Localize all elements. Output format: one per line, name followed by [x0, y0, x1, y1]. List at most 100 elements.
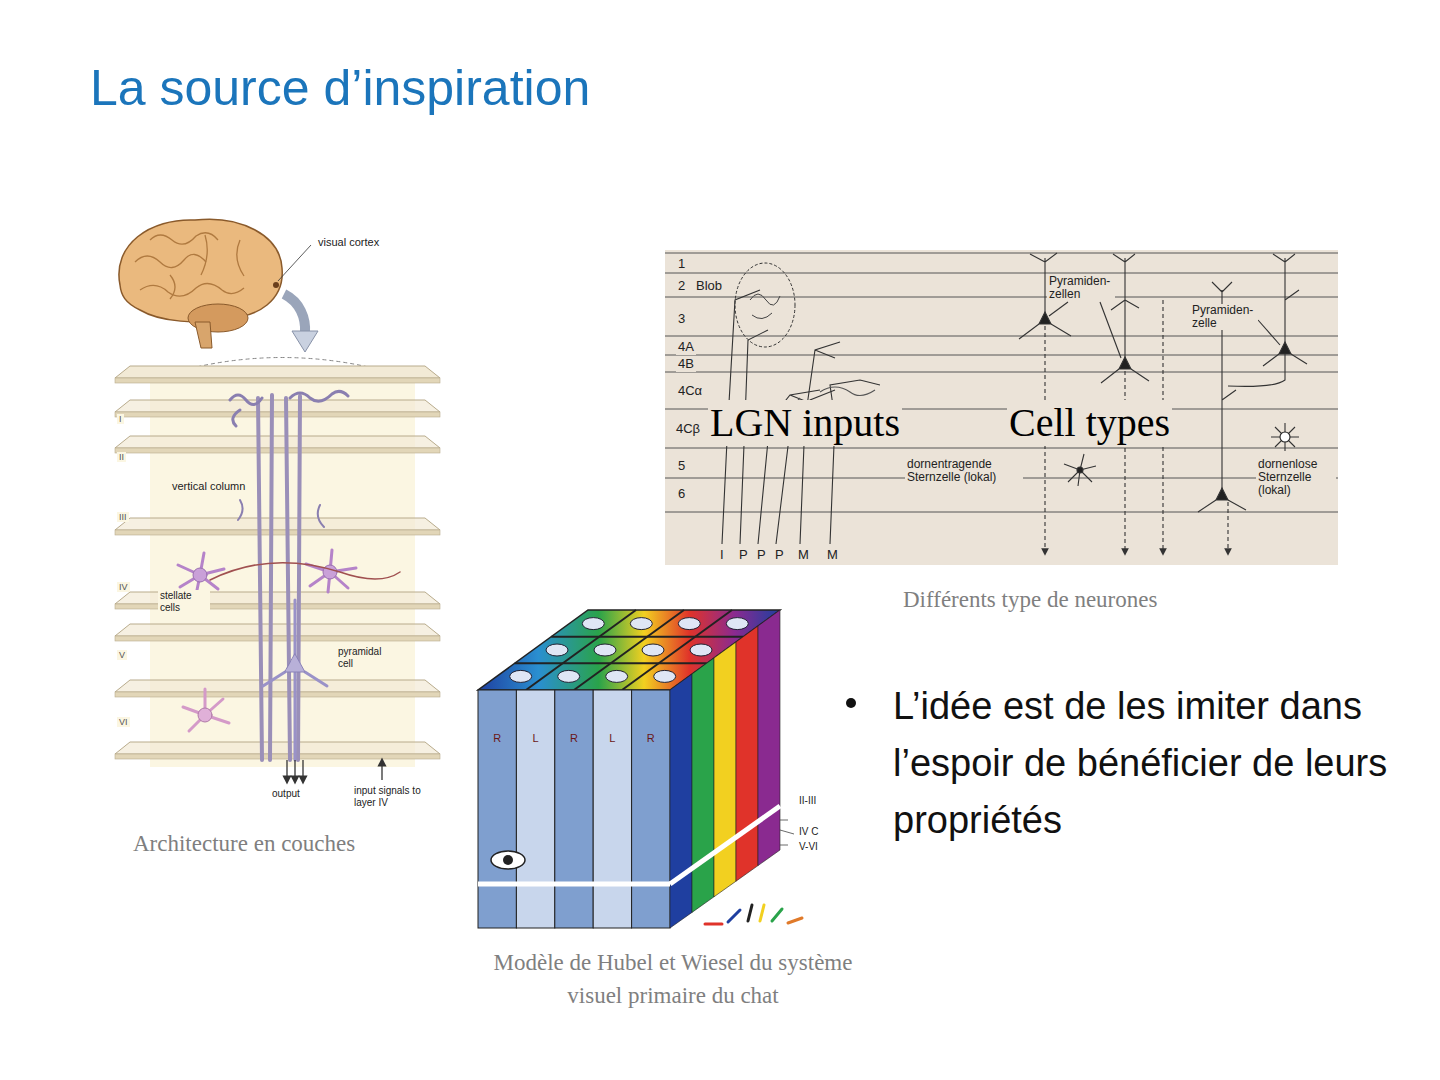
layer-plates [115, 366, 440, 759]
hypercolumn-cube-part-part [510, 670, 532, 682]
layer-plates-part [115, 624, 440, 641]
cell-types-part [1228, 354, 1285, 386]
io-arrows-part [294, 760, 295, 780]
figure-label: Blob [694, 279, 724, 294]
hypercolumn-cube-part-part [516, 690, 554, 928]
layer-number: 4Cα [676, 384, 704, 399]
io-arrows-part [302, 760, 303, 780]
brain-figure-part [292, 331, 318, 352]
cell-types-part [1101, 254, 1149, 383]
figure-label: Pyramiden-zellen [1047, 275, 1115, 301]
cortical-cells-part [306, 550, 356, 592]
hypercolumn-cube-part-part [574, 610, 684, 690]
input-tag: M [796, 548, 811, 563]
layer-plates-part-part [115, 378, 440, 383]
hypercolumn-cube-part [503, 855, 513, 865]
hypercolumn-cube-part [670, 610, 780, 928]
layer-plates-part [115, 366, 440, 383]
hypercolumn-cube-part-part [478, 690, 516, 928]
roman-numeral: III [117, 512, 129, 522]
cortical-cells-part [210, 563, 400, 580]
roman-numeral: V [117, 650, 127, 660]
brain-figure-part [170, 235, 244, 299]
layer-plates-part [115, 436, 440, 453]
roman-numeral: I [117, 414, 124, 424]
layer-plates-part-part [115, 636, 440, 641]
neuron-panel-part [665, 253, 1338, 512]
cortical-cells-part [183, 689, 229, 731]
brain-figure-part [273, 282, 279, 288]
layer-number: 1 [676, 257, 687, 272]
neuron-panel [665, 250, 1338, 565]
hypercolumn-cube-part-part [546, 644, 568, 656]
cell-types-part [1258, 320, 1280, 345]
eye-column-tag: R [555, 732, 593, 745]
layer-plates-part [115, 400, 440, 417]
hypercolumn-cube-part-part [678, 618, 700, 630]
bullet-dot [846, 698, 856, 708]
roman-numeral: VI [117, 717, 130, 727]
layer-plates-part-part [115, 754, 440, 759]
io-arrows-part [286, 760, 287, 780]
io-arrows [287, 760, 382, 780]
io-arrows-part [381, 762, 382, 780]
brain-figure-part [284, 294, 305, 333]
cell-types-part [1100, 302, 1121, 358]
figure-label: stellate cells [158, 590, 210, 614]
figure-label: input signals to layer IV [352, 785, 436, 809]
brain-figure-part [140, 283, 244, 296]
roman-numeral: II [117, 452, 126, 462]
layer-tag: V-VI [797, 841, 820, 853]
layer-plates-part-part [115, 448, 440, 453]
hypercolumn-cube-part-part [558, 670, 580, 682]
hypercolumn-cube-part-part [670, 674, 692, 928]
layer-number: 6 [676, 487, 687, 502]
figure-label: pyramidal cell [336, 646, 388, 670]
neuron-panel-part-part [665, 512, 1338, 513]
hypercolumn-cube-part-part [748, 905, 752, 921]
axon-arrows-part [1227, 502, 1228, 552]
cortical-cells-part [238, 500, 324, 527]
brain-figure-part [135, 254, 206, 267]
hypercolumn-cube-part-part [555, 690, 593, 928]
layer-plates-part [115, 742, 440, 759]
layer-plates-part-part [115, 530, 440, 535]
cortical-cells-part [198, 708, 212, 722]
cell-types-part [1049, 302, 1068, 316]
eye-column-tag: R [632, 732, 670, 745]
layer-plates-part-part [115, 436, 440, 448]
layer-plates-part-part [115, 518, 440, 530]
cortical-cells-part [230, 391, 348, 426]
eye-column-tag: L [593, 732, 631, 745]
figure-label: output [270, 788, 302, 800]
figure-caption: Architecture en couches [133, 831, 355, 857]
hypercolumn-cube-part-part [642, 644, 664, 656]
hypercolumn-cube-part-part [515, 662, 707, 664]
hypercolumn-cube-part-part [728, 910, 740, 922]
neuron-panel-part-part [665, 336, 1338, 337]
layer-plates-part-part [115, 624, 440, 636]
neuron-panel-part-part [665, 355, 1338, 356]
hypercolumn-cube-part-part [594, 644, 616, 656]
layer-plates-part-part [115, 366, 440, 378]
layer-plates-part-part [115, 692, 440, 697]
cell-types-part [1064, 454, 1096, 486]
eye-column-tag: R [478, 732, 516, 745]
cell-types-part [1119, 357, 1131, 369]
hypercolumn-cube-part-part [654, 670, 676, 682]
brain-figure-part [195, 322, 212, 348]
input-tag: I [718, 548, 726, 563]
hypercolumn-cube-part-part [736, 626, 758, 881]
axon-arrows-part [1124, 371, 1125, 552]
hypercolumn-cube-part [491, 851, 525, 869]
roman-numeral: IV [117, 582, 130, 592]
layer-plates-part-part [115, 742, 440, 754]
layer-plates-part [115, 680, 440, 697]
input-tag: P [773, 548, 786, 563]
figure-caption: Différents type de neurones [903, 587, 1157, 613]
eye-column-tag: L [516, 732, 554, 745]
overlay-heading: LGN inputs [708, 400, 902, 446]
hypercolumn-cube-part-part [630, 618, 652, 630]
cell-types-part [1279, 342, 1291, 354]
brain-figure-part [278, 245, 311, 281]
